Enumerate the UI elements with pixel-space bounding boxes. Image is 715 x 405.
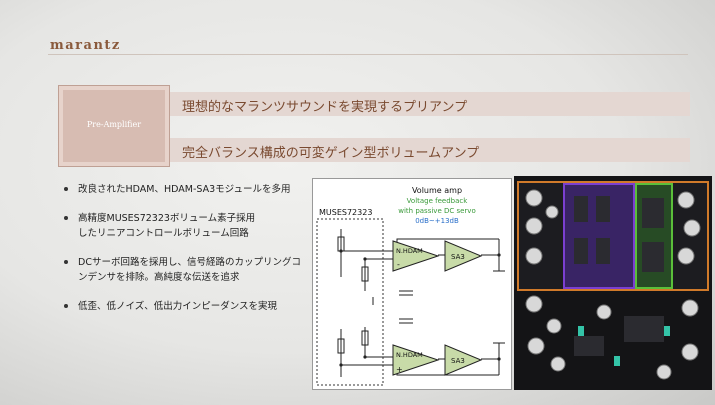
hdam-lower — [392, 344, 440, 376]
title-bar — [170, 92, 690, 116]
hdam-lower-label: N.HDAM — [396, 351, 423, 359]
marantz-logo: marantz — [50, 38, 121, 53]
slide-title: 理想的なマランツサウンドを実現するプリアンプ — [182, 100, 468, 115]
circuit-diagram: Volume amp Voltage feedback with passive… — [312, 178, 512, 390]
circuit-svg: Volume amp Voltage feedback with passive… — [316, 186, 505, 386]
feature-item: DCサーボ回路を採用し、信号経路のカップリングコンデンサを排除。高純度な伝送を追… — [62, 255, 307, 285]
subtitle-bar — [170, 138, 690, 162]
feature-item: 高精度MUSES72323ボリューム素子採用 したリニアコントロールボリューム回… — [62, 211, 307, 241]
section-thumbnail: Pre-Amplifier — [58, 85, 170, 167]
minus-sign: - — [397, 260, 400, 269]
circuit-board-photo — [514, 176, 712, 390]
plus-sign: + — [396, 365, 403, 374]
diagram-feedback-line1: Voltage feedback — [407, 197, 469, 205]
sa3-upper-label: SA3 — [451, 253, 465, 261]
feature-item: 低歪、低ノイズ、低出力インピーダンスを実現 — [62, 299, 307, 314]
thumbnail-label: Pre-Amplifier — [86, 120, 142, 129]
chip-label: MUSES72323 — [319, 208, 372, 217]
header-divider — [48, 54, 688, 55]
sa3-upper — [444, 240, 483, 272]
diagram-title: Volume amp — [412, 186, 462, 195]
feature-item: 改良されたHDAM、HDAM-SA3モジュールを多用 — [62, 182, 307, 197]
board-photo-svg — [514, 176, 712, 390]
sa3-lower-label: SA3 — [451, 357, 465, 365]
hdam-upper — [392, 240, 440, 272]
hdam-upper-label: N.HDAM — [396, 247, 423, 255]
chip-boundary — [316, 218, 384, 386]
feature-list: 改良されたHDAM、HDAM-SA3モジュールを多用 高精度MUSES72323… — [62, 182, 307, 328]
sa3-lower — [444, 344, 483, 376]
slide-subtitle: 完全バランス構成の可変ゲイン型ボリュームアンプ — [182, 146, 480, 161]
diagram-gain-range: 0dB~+13dB — [415, 217, 459, 225]
diagram-feedback-line2: with passive DC servo — [398, 207, 475, 215]
